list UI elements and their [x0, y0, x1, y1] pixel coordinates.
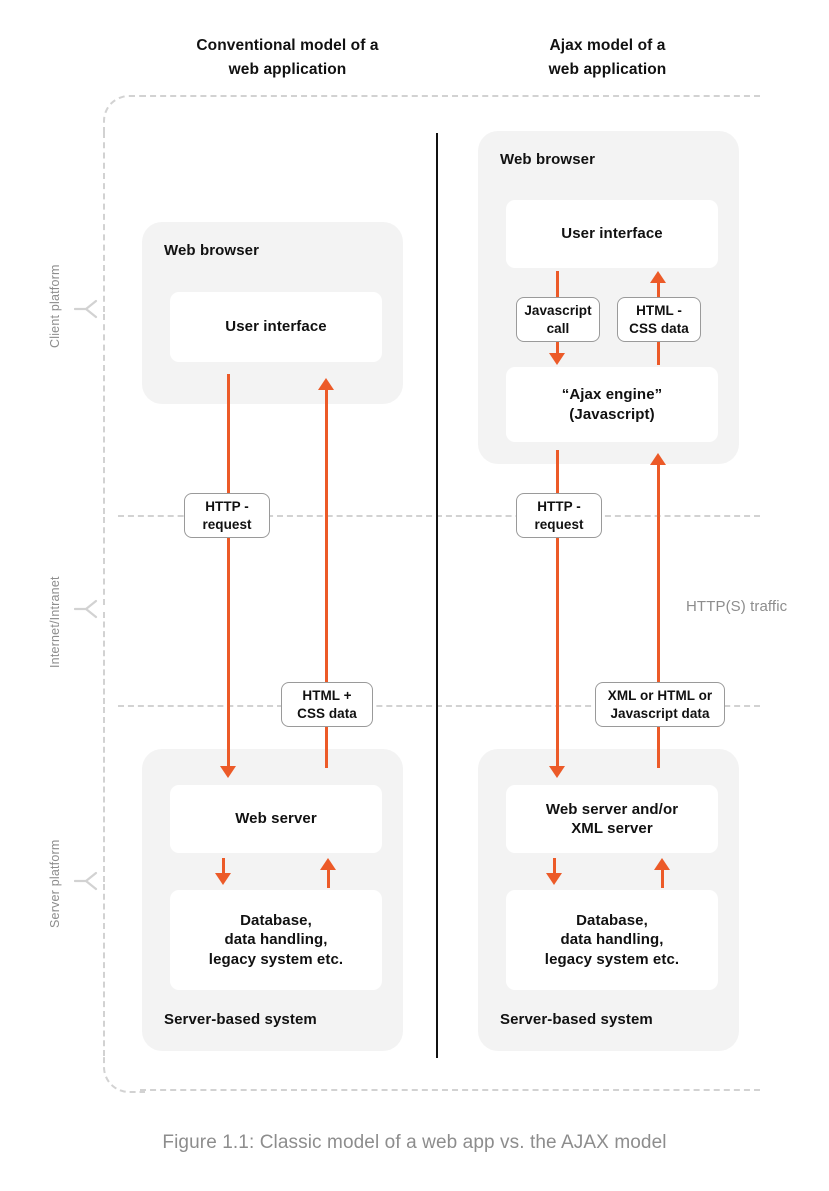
column-divider	[436, 133, 439, 1058]
dashed-frame-top-edge	[140, 95, 760, 97]
left-server-down-arrow-head	[215, 873, 231, 885]
left-response-arrow-line	[325, 390, 329, 768]
left-server-up-arrow-line	[327, 870, 331, 888]
dashed-frame-left-server-lower	[103, 884, 105, 1056]
right-request-arrow-head	[549, 766, 565, 778]
right-database-box: Database, data handling, legacy system e…	[506, 890, 718, 990]
right-engine-to-ui-head	[650, 271, 666, 283]
dashed-frame-bottom-left-corner	[103, 1053, 145, 1093]
right-web-server-box: Web server and/or XML server	[506, 785, 718, 853]
left-response-arrow-head	[318, 378, 334, 390]
right-xml-data-tag: XML or HTML or Javascript data	[595, 682, 725, 727]
left-user-interface-box: User interface	[170, 292, 382, 362]
right-response-arrow-head	[650, 453, 666, 465]
left-web-server-box: Web server	[170, 785, 382, 853]
heading-ajax-model: Ajax model of a web application	[548, 37, 667, 79]
brace-tick-client	[74, 299, 98, 319]
left-request-arrow-line	[227, 374, 231, 766]
dashed-frame-left-internet-lower	[103, 612, 105, 704]
right-html-css-data-tag: HTML - CSS data	[617, 297, 701, 342]
boundary-client-internet	[118, 515, 760, 517]
right-browser-title: Web browser	[500, 151, 596, 168]
right-ui-to-engine-head	[549, 353, 565, 365]
side-label-client-platform: Client platform	[48, 264, 62, 348]
dashed-frame-left-client	[103, 132, 105, 312]
right-user-interface-box: User interface	[506, 200, 718, 268]
right-ajax-engine-box: “Ajax engine” (Javascript)	[506, 367, 718, 442]
right-response-arrow-line	[657, 465, 661, 768]
right-server-system-title: Server-based system	[500, 1011, 653, 1028]
right-http-request-tag: HTTP - request	[516, 493, 602, 538]
left-html-css-data-tag: HTML + CSS data	[281, 682, 373, 727]
right-server-down-arrow-head	[546, 873, 562, 885]
left-server-down-arrow-line	[222, 858, 226, 876]
boundary-internet-server	[118, 705, 760, 707]
http-traffic-note: HTTP(S) traffic	[686, 598, 788, 615]
dashed-frame-left-client-lower	[103, 314, 105, 514]
dashed-frame-left-internet-upper	[103, 517, 105, 605]
brace-tick-internet	[74, 599, 98, 619]
right-server-up-arrow-head	[654, 858, 670, 870]
right-server-down-arrow-line	[553, 858, 557, 876]
brace-tick-server	[74, 871, 98, 891]
right-server-up-arrow-line	[661, 870, 665, 888]
side-label-server-platform: Server platform	[48, 839, 62, 928]
figure-caption: Figure 1.1: Classic model of a web app v…	[162, 1132, 667, 1153]
left-server-up-arrow-head	[320, 858, 336, 870]
dashed-frame-bottom-edge	[140, 1089, 760, 1091]
left-database-box: Database, data handling, legacy system e…	[170, 890, 382, 990]
dashed-frame-top-left-corner	[103, 95, 145, 137]
left-http-request-tag: HTTP - request	[184, 493, 270, 538]
left-browser-title: Web browser	[164, 242, 260, 259]
right-request-arrow-line	[556, 450, 560, 766]
dashed-frame-left-server-upper	[103, 707, 105, 882]
heading-conventional-model: Conventional model of a web application	[196, 37, 379, 79]
side-label-internet-intranet: Internet/Intranet	[48, 576, 62, 668]
left-request-arrow-head	[220, 766, 236, 778]
left-server-system-title: Server-based system	[164, 1011, 317, 1028]
right-javascript-call-tag: Javascript call	[516, 297, 600, 342]
